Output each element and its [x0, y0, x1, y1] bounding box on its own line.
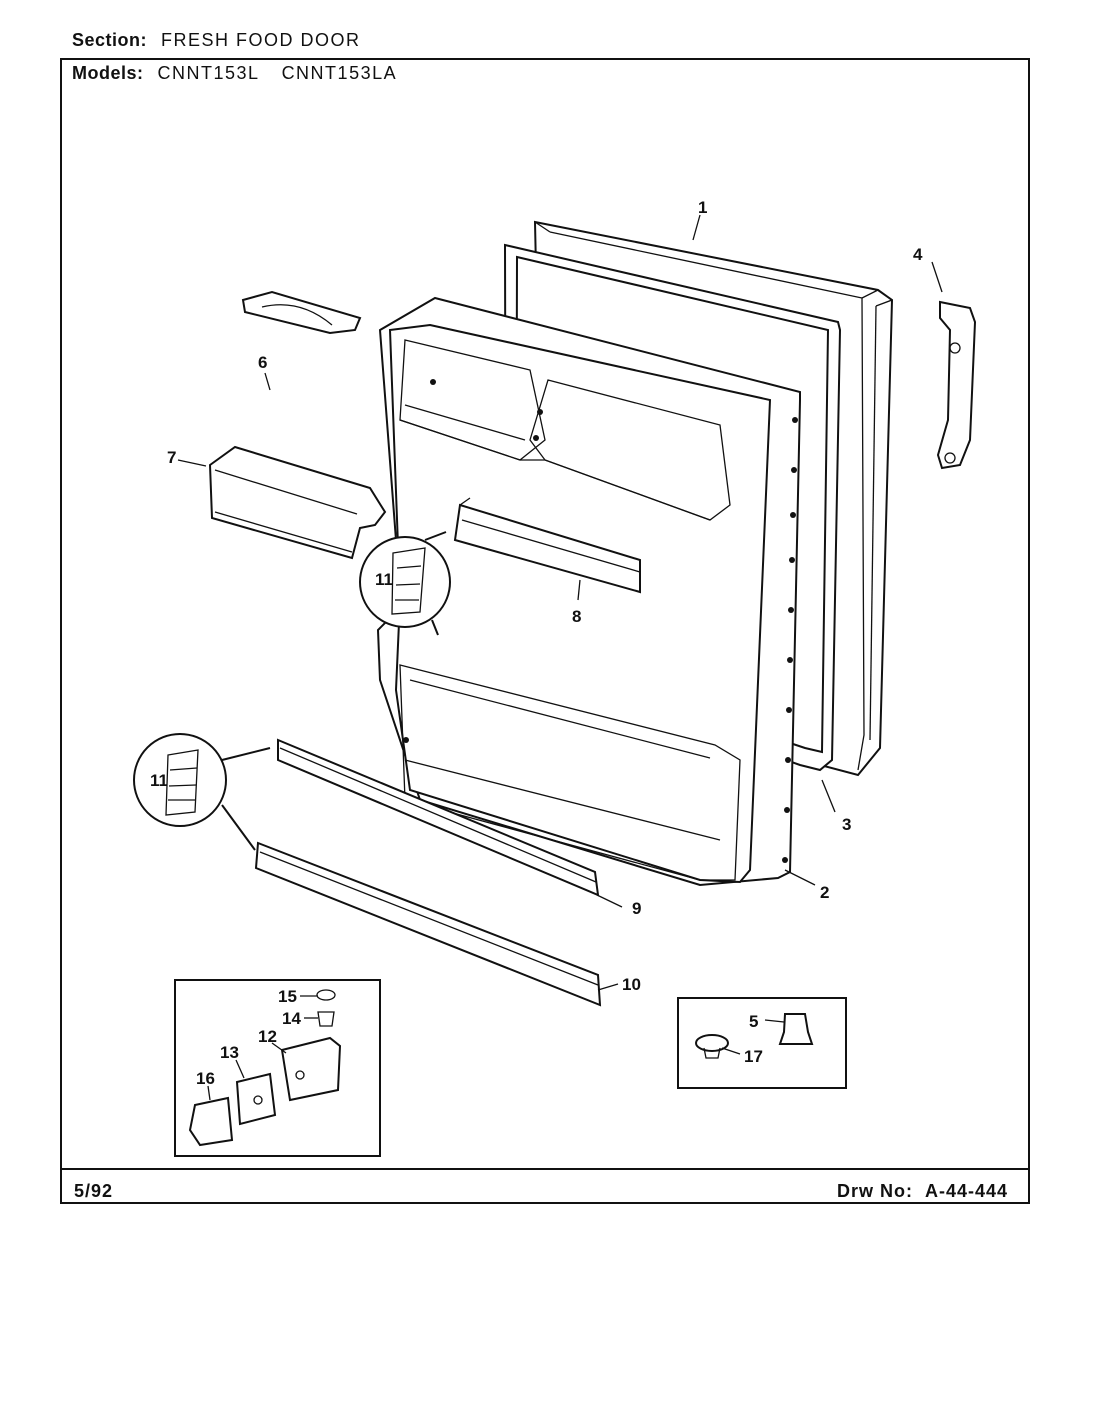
callout-14: 14 [282, 1009, 301, 1028]
drawing-frame [60, 58, 1030, 1204]
section-heading: Section: FRESH FOOD DOOR [72, 30, 361, 51]
hinge-kit-inset [174, 979, 381, 1157]
callout-2: 2 [820, 883, 829, 902]
models-label: Models: [72, 63, 144, 83]
footer-divider [60, 1168, 1030, 1170]
callout-3: 3 [842, 815, 851, 834]
drawing-number-block: Drw No: A-44-444 [837, 1181, 1008, 1202]
fastener-inset [677, 997, 847, 1089]
callout-12: 12 [258, 1027, 277, 1046]
model-number: CNNT153LA [281, 63, 398, 83]
callout-15: 15 [278, 987, 297, 1006]
callout-8: 8 [572, 607, 581, 626]
section-title: FRESH FOOD DOOR [161, 30, 361, 50]
liner-mounting-holes [403, 379, 798, 863]
leader-lines [177, 214, 943, 1101]
callout-17: 17 [744, 1047, 763, 1066]
callout-10: 10 [622, 975, 641, 994]
bin-cover [241, 290, 362, 335]
callout-labels: 1 2 3 4 5 6 7 8 9 10 11 11 12 13 14 15 1… [150, 198, 923, 1088]
callout-11-upper: 11 [375, 570, 393, 589]
callout-13: 13 [220, 1043, 239, 1062]
model-number: CNNT153L [157, 63, 260, 83]
callout-1: 1 [698, 198, 707, 217]
upper-shelf-bar [453, 497, 641, 594]
dairy-compartment-door [208, 445, 387, 560]
callout-16: 16 [196, 1069, 215, 1088]
callout-5: 5 [749, 1012, 758, 1031]
shelf-clip-detail-lower [133, 733, 271, 851]
models-heading: Models: CNNT153L CNNT153LA [72, 63, 397, 84]
callout-4: 4 [913, 245, 923, 264]
shelf-clip-detail-upper [359, 531, 451, 636]
drawing-number-label: Drw No: [836, 1181, 913, 1201]
door-handle [936, 300, 977, 470]
callout-7: 7 [167, 448, 176, 467]
bottom-shelf-bar [254, 841, 602, 1007]
drawing-number: A-44-444 [924, 1181, 1008, 1201]
callout-6: 6 [258, 353, 267, 372]
callout-9: 9 [632, 899, 641, 918]
section-label: Section: [72, 30, 148, 50]
drawing-date: 5/92 [74, 1181, 114, 1201]
callout-11-lower: 11 [150, 771, 168, 790]
inner-door-liner [376, 296, 801, 887]
